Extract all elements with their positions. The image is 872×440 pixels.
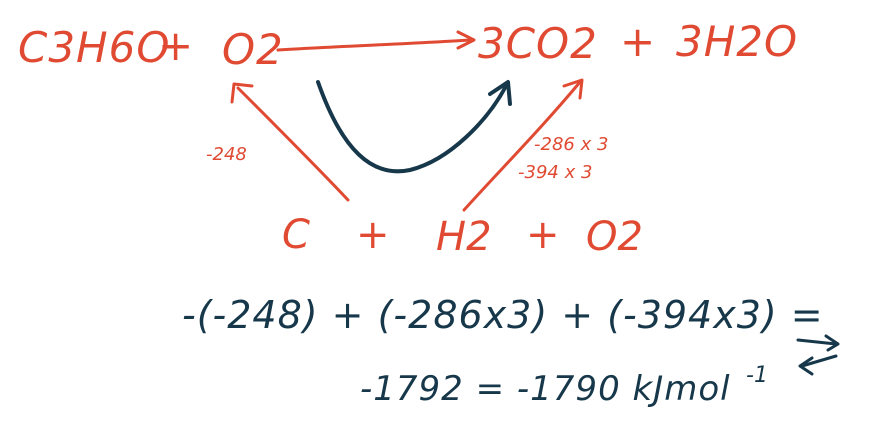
right-arrow-label-bottom: -394 x 3 [518, 162, 592, 183]
route-curved-arrow [316, 80, 512, 174]
elements-row: C + H2 + O2 [282, 212, 643, 260]
calculation-superscript: -1 [746, 363, 768, 388]
calculation: -(-248) + (-286x3) + (-394x3) = -1792 = … [182, 293, 824, 409]
top-plus-2: + [620, 17, 656, 66]
reactant-acetone: C3H6O [18, 23, 170, 72]
element-oxygen: O2 [586, 214, 643, 260]
elements-plus-2: + [526, 212, 560, 258]
reaction-arrow [276, 30, 476, 52]
elements-plus-1: + [356, 212, 390, 258]
equilibrium-arrows-icon [796, 334, 840, 376]
reactant-oxygen: O2 [222, 25, 284, 74]
top-equation: C3H6O + O2 3CO2 + 3H2O [18, 17, 798, 74]
element-hydrogen: H2 [436, 214, 492, 260]
product-carbon-dioxide: 3CO2 [478, 19, 598, 68]
right-arrow-label-top: -286 x 3 [534, 134, 608, 155]
right-cycle-arrow [462, 78, 584, 212]
left-cycle-arrow [230, 82, 350, 202]
calculation-line-2: -1792 = -1790 kJmol [360, 369, 731, 409]
top-plus-1: + [158, 21, 194, 70]
product-water: 3H2O [676, 17, 798, 66]
left-arrow-label: -248 [206, 144, 247, 165]
calculation-line-1: -(-248) + (-286x3) + (-394x3) = [182, 293, 824, 337]
element-carbon: C [282, 212, 310, 258]
